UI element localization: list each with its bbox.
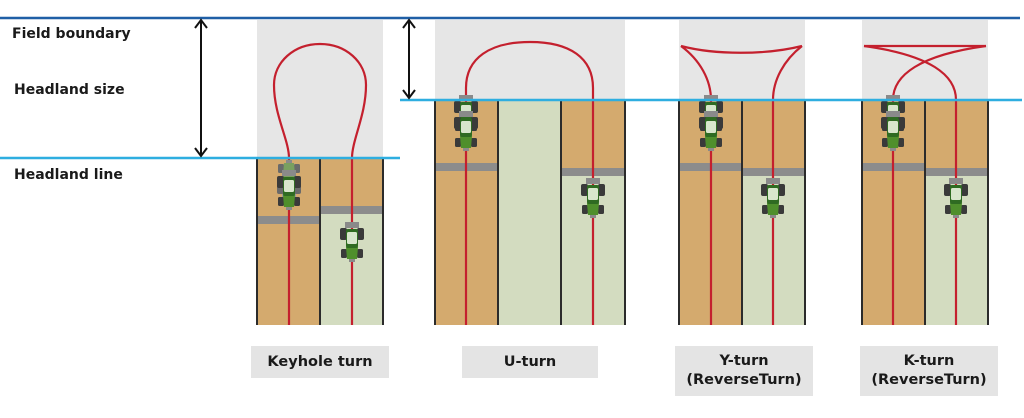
- caption-keyhole-turn: Keyhole turn: [251, 346, 389, 378]
- track-line: [272, 42, 368, 325]
- unworked-strip: [498, 100, 561, 325]
- headland-area-yturn: [679, 20, 805, 100]
- caption-line: (ReverseTurn): [686, 372, 802, 388]
- track-line: [863, 44, 958, 325]
- headland-size-arrow-right: [402, 18, 416, 100]
- caption-line: (ReverseTurn): [871, 372, 987, 388]
- headland-size-arrow-left: [194, 18, 208, 158]
- track-line: [464, 40, 595, 325]
- field-yturn: [678, 44, 806, 325]
- caption-line: U-turn: [503, 353, 557, 370]
- field-boundary-label: Field boundary: [12, 26, 131, 42]
- field-uturn: [434, 40, 626, 325]
- caption-line: K-turn: [903, 353, 955, 369]
- caption-k-turn: K-turn (ReverseTurn): [860, 346, 998, 396]
- caption-line: Keyhole turn: [267, 353, 373, 370]
- headland-area-keyhole: [257, 20, 383, 158]
- caption-line: Y-turn: [719, 353, 769, 369]
- headland-area-uturn: [435, 20, 625, 100]
- caption-u-turn: U-turn: [462, 346, 598, 378]
- headland-area-kturn: [862, 20, 988, 100]
- headland-size-label: Headland size: [14, 82, 125, 98]
- track-line: [680, 44, 803, 54]
- field-keyhole: [256, 42, 384, 325]
- headland-line-label: Headland line: [14, 167, 123, 183]
- caption-y-turn: Y-turn (ReverseTurn): [675, 346, 813, 396]
- field-kturn: [861, 44, 989, 325]
